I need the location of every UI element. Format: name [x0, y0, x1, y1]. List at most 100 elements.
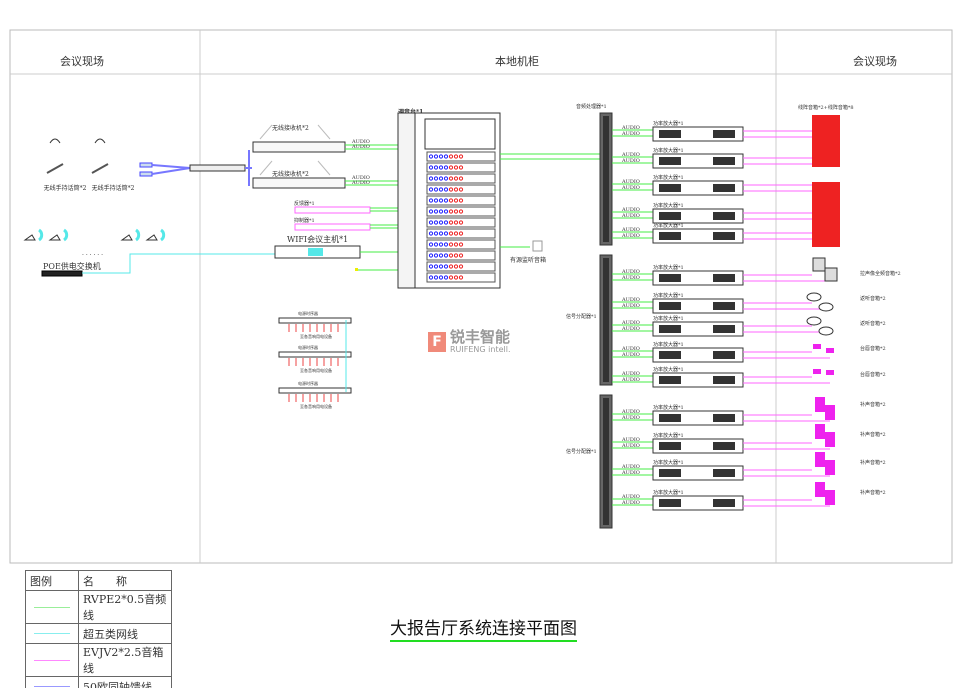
power-sequencer	[278, 387, 352, 394]
speaker-label: 返听音箱*2	[860, 295, 886, 302]
amp-vent	[713, 130, 735, 138]
power-target-label: 至各音响用电设备	[300, 367, 332, 373]
receiver-label: 无线接收机*2	[272, 170, 309, 178]
company-logo: F 锐丰智能 RUIFENG intell.	[428, 330, 511, 354]
channel-knob	[443, 176, 449, 181]
audio-tag: AUDIO	[621, 437, 640, 443]
channel-knob	[448, 275, 454, 280]
channel-knob	[428, 242, 434, 247]
channel-knob	[433, 253, 439, 258]
channel-knob	[428, 198, 434, 203]
speaker-label: 台唇音箱*2	[860, 345, 886, 352]
channel-knob	[458, 176, 464, 181]
audio-tag: AUDIO	[621, 352, 640, 358]
legend-name: RVPE2*0.5音频线	[78, 590, 172, 624]
power-sequencer	[278, 351, 352, 358]
channel-knob	[428, 275, 434, 280]
amp-label: 功率放大器*1	[653, 174, 684, 181]
channel-knob	[448, 209, 454, 214]
channel-knob	[453, 220, 459, 225]
channel-knob	[433, 242, 439, 247]
conference-mic-icon	[120, 234, 133, 241]
channel-knob	[458, 154, 464, 159]
channel-knob	[438, 154, 444, 159]
rack-unit-inner	[603, 116, 609, 242]
amp-label: 功率放大器*1	[653, 315, 684, 322]
mixer-label: 调音台*1	[398, 108, 423, 116]
legend-name: EVJV2*2.5音箱线	[78, 643, 172, 677]
channel-knob	[448, 220, 454, 225]
audio-tag: AUDIO	[621, 500, 640, 506]
amp-label: 功率放大器*1	[653, 202, 684, 209]
mixer-channel-strip	[426, 250, 496, 261]
legend-swatch	[34, 633, 70, 634]
antenna-splitter	[189, 164, 246, 172]
channel-knob	[433, 209, 439, 214]
amp-vent	[713, 351, 735, 359]
channel-knob	[458, 253, 464, 258]
channel-knob	[438, 264, 444, 269]
mixer-channel-strip	[426, 184, 496, 195]
fill-speaker-icon	[815, 452, 825, 467]
audio-tag: AUDIO	[621, 158, 640, 164]
audio-tag: AUDIO	[621, 131, 640, 137]
amp-vent	[659, 325, 681, 333]
amp-vent	[713, 274, 735, 282]
amp-label: 功率放大器*1	[653, 404, 684, 411]
network-cable	[82, 253, 275, 274]
legend-swatch	[34, 686, 70, 687]
more-mics-dots: · · · · · ·	[82, 252, 103, 259]
feedback-device	[294, 223, 371, 231]
speaker-label: 补声音箱*2	[860, 401, 886, 408]
channel-knob	[443, 231, 449, 236]
amp-label: 功率放大器*1	[653, 120, 684, 127]
amp-label: 功率放大器*1	[653, 341, 684, 348]
speaker-label: 拉声像全频音箱*2	[860, 270, 901, 277]
monitor-speaker-label: 有源监听音箱	[510, 256, 546, 264]
channel-knob	[438, 275, 444, 280]
channel-knob	[428, 154, 434, 159]
audio-tag: AUDIO	[351, 180, 370, 186]
channel-knob	[458, 275, 464, 280]
channel-knob	[448, 253, 454, 258]
antenna-icon	[139, 171, 153, 177]
audio-tag: AUDIO	[621, 152, 640, 158]
channel-knob	[448, 187, 454, 192]
channel-knob	[443, 209, 449, 214]
handheld-mic-icon	[46, 163, 64, 174]
audio-tag: AUDIO	[621, 377, 640, 383]
channel-knob	[453, 264, 459, 269]
distributor-label: 信号分配器*1	[566, 448, 597, 455]
audio-tag: AUDIO	[621, 494, 640, 500]
amp-vent	[713, 469, 735, 477]
legend-swatch	[34, 606, 70, 608]
audio-tag: AUDIO	[351, 175, 370, 181]
monitor-speaker-icon	[806, 316, 822, 326]
channel-knob	[443, 242, 449, 247]
power-target-label: 至各音响用电设备	[300, 403, 332, 409]
logo-en: RUIFENG intell.	[450, 345, 511, 354]
legend-name: 50欧同轴馈线	[78, 676, 172, 688]
channel-knob	[448, 231, 454, 236]
fill-speaker-icon	[825, 490, 835, 505]
conference-mic-icon	[145, 234, 158, 241]
handheld-mic-label: 无线手持话筒*2	[44, 184, 87, 192]
amp-vent	[659, 157, 681, 165]
lip-speaker-icon	[826, 348, 834, 353]
channel-knob	[443, 198, 449, 203]
audio-tag: AUDIO	[621, 415, 640, 421]
poe-switch-label: POE供电交换机	[43, 261, 101, 271]
channel-knob	[453, 242, 459, 247]
channel-knob	[453, 154, 459, 159]
channel-knob	[438, 176, 444, 181]
amp-label: 功率放大器*1	[653, 264, 684, 271]
host-display	[308, 248, 323, 256]
audio-tag: AUDIO	[621, 443, 640, 449]
wifi-signal-icon	[37, 228, 44, 242]
channel-knob	[433, 275, 439, 280]
fill-speaker-icon	[825, 432, 835, 447]
amp-vent	[713, 302, 735, 310]
channel-knob	[433, 198, 439, 203]
channel-knob	[438, 231, 444, 236]
channel-knob	[428, 264, 434, 269]
